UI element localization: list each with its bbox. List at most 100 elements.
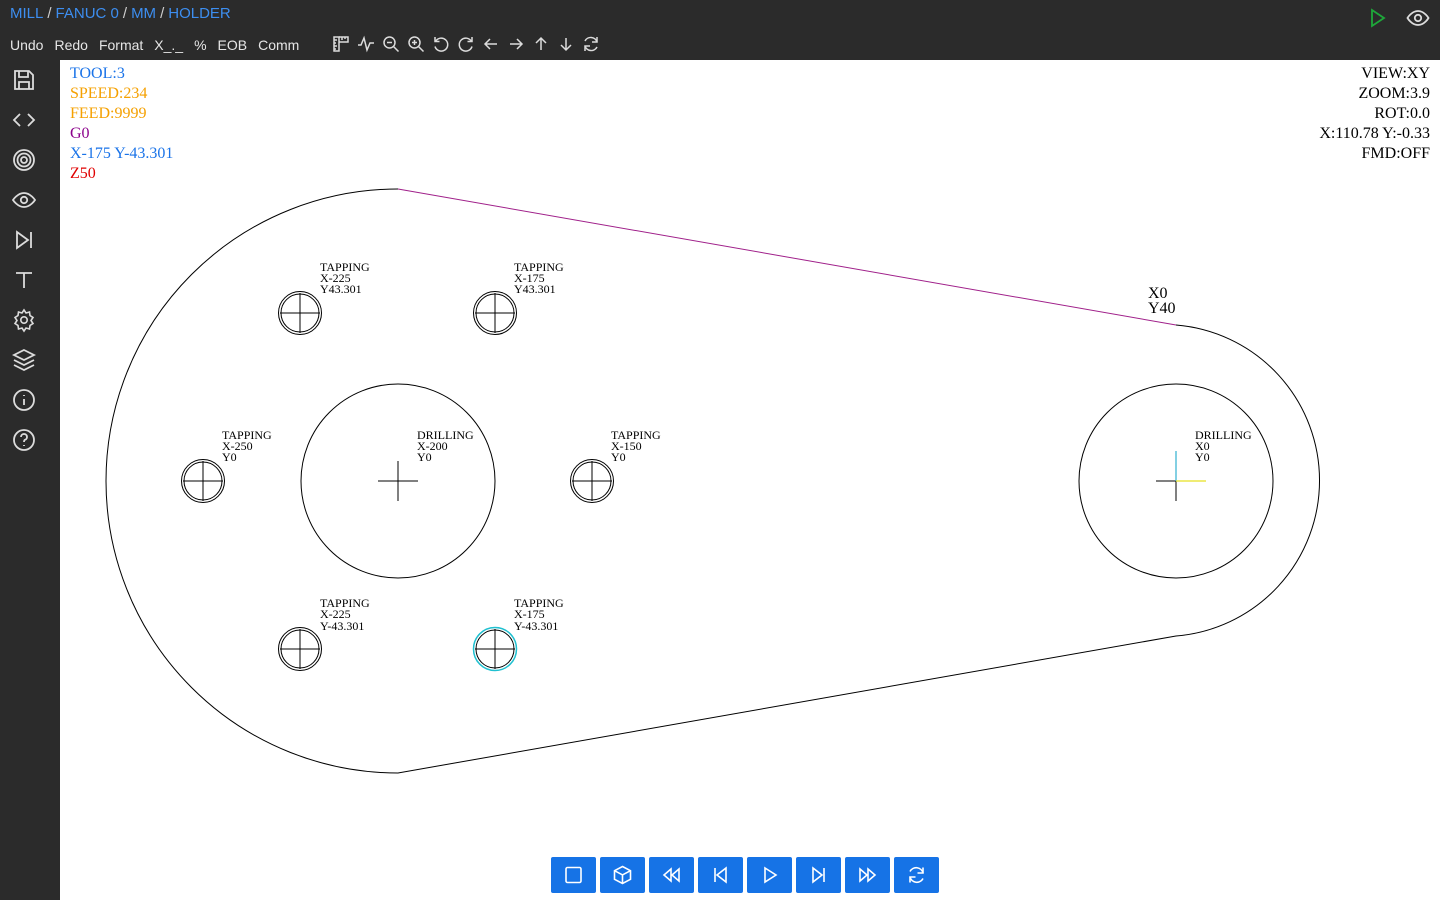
- svg-text:TAPPING: TAPPING: [514, 596, 564, 610]
- breadcrumb-program[interactable]: HOLDER: [168, 5, 231, 22]
- view-status: VIEW:XY ZOOM:3.9 ROT:0.0 X:110.78 Y:-0.3…: [1319, 64, 1430, 164]
- svg-text:Y-43.301: Y-43.301: [320, 619, 364, 633]
- arrow-up-icon[interactable]: [532, 35, 550, 53]
- svg-text:Y0: Y0: [611, 450, 626, 464]
- svg-text:TAPPING: TAPPING: [514, 260, 564, 274]
- tool-readout: TOOL:3: [70, 65, 125, 82]
- breadcrumb-separator: /: [122, 5, 128, 22]
- view-readout: VIEW:XY: [1361, 65, 1430, 82]
- tap-hole-active: [472, 626, 518, 672]
- svg-text:X-175: X-175: [514, 271, 545, 285]
- info-icon[interactable]: [11, 387, 37, 413]
- fast-forward-button[interactable]: [845, 857, 890, 893]
- layers-icon[interactable]: [11, 347, 37, 373]
- 3d-view-button[interactable]: [600, 857, 645, 893]
- speed-readout: SPEED:234: [70, 85, 148, 102]
- cursor-readout: X:110.78 Y:-0.33: [1319, 125, 1430, 142]
- refresh-icon[interactable]: [582, 35, 600, 53]
- decimal-button[interactable]: X_._: [154, 37, 184, 53]
- comment-button[interactable]: Comm: [258, 37, 300, 53]
- target-icon[interactable]: [11, 147, 37, 173]
- feature-label: DRILLING X0 Y0: [1195, 428, 1252, 464]
- svg-text:Y0: Y0: [417, 450, 432, 464]
- arrow-down-icon[interactable]: [557, 35, 575, 53]
- skip-end-icon[interactable]: [11, 227, 37, 253]
- svg-text:X0: X0: [1195, 439, 1210, 453]
- rapid-path: [397, 188, 1177, 326]
- fmd-readout: FMD:OFF: [1361, 145, 1430, 162]
- text-icon[interactable]: [11, 267, 37, 293]
- arrow-right-icon[interactable]: [507, 35, 525, 53]
- breadcrumb: MILL/FANUC 0/MM/HOLDER: [10, 5, 231, 22]
- undo-button[interactable]: Undo: [10, 37, 44, 53]
- svg-text:TAPPING: TAPPING: [320, 596, 370, 610]
- tap-hole: [473, 291, 517, 335]
- skip-back-button[interactable]: [698, 857, 743, 893]
- loop-icon: [909, 866, 924, 884]
- rotate-left-icon[interactable]: [432, 35, 450, 53]
- stop-button[interactable]: [551, 857, 596, 893]
- breadcrumb-controller[interactable]: FANUC 0: [55, 5, 119, 22]
- part-outline: [105, 188, 1320, 774]
- svg-text:X-200: X-200: [417, 439, 448, 453]
- help-icon[interactable]: [11, 427, 37, 453]
- percent-button[interactable]: %: [194, 37, 207, 53]
- svg-text:X-250: X-250: [222, 439, 253, 453]
- breadcrumb-units[interactable]: MM: [131, 5, 157, 22]
- breadcrumb-mill[interactable]: MILL: [10, 5, 44, 22]
- tap-hole: [278, 627, 322, 671]
- svg-text:Y-43.301: Y-43.301: [514, 619, 558, 633]
- zoom-out-icon[interactable]: [382, 35, 400, 53]
- tap-hole: [181, 459, 225, 503]
- feature-label: TAPPING X-175 Y43.301: [514, 260, 564, 296]
- xy-readout: X-175 Y-43.301: [70, 145, 174, 162]
- play-icon[interactable]: [1365, 6, 1389, 30]
- stop-icon: [565, 866, 582, 884]
- cube-icon: [613, 865, 632, 885]
- eye-icon[interactable]: [11, 187, 37, 213]
- svg-text:X-175: X-175: [514, 607, 545, 621]
- loop-button[interactable]: [894, 857, 939, 893]
- top-right-actions: [1353, 6, 1430, 34]
- eye-icon[interactable]: [1406, 6, 1430, 30]
- zoom-readout: ZOOM:3.9: [1358, 85, 1430, 102]
- svg-text:X-225: X-225: [320, 271, 351, 285]
- feature-label: TAPPING X-250 Y0: [222, 428, 272, 464]
- eob-button[interactable]: EOB: [217, 37, 248, 53]
- pulse-icon[interactable]: [357, 35, 375, 53]
- feed-readout: FEED:9999: [70, 105, 147, 122]
- svg-text:X-225: X-225: [320, 607, 351, 621]
- svg-text:Y0: Y0: [222, 450, 237, 464]
- breadcrumb-separator: /: [47, 5, 52, 22]
- skip-forward-button[interactable]: [796, 857, 841, 893]
- rewind-icon: [662, 867, 680, 883]
- ruler-icon[interactable]: [332, 35, 350, 53]
- rotate-right-icon[interactable]: [457, 35, 475, 53]
- code-icon[interactable]: [11, 107, 37, 133]
- svg-text:Y43.301: Y43.301: [514, 282, 556, 296]
- redo-button[interactable]: Redo: [54, 37, 88, 53]
- bore-circle-left: [300, 383, 496, 579]
- svg-text:TAPPING: TAPPING: [320, 260, 370, 274]
- rewind-button[interactable]: [649, 857, 694, 893]
- format-button[interactable]: Format: [98, 37, 144, 53]
- feature-label: TAPPING X-225 Y-43.301: [320, 596, 370, 633]
- feature-label: TAPPING X-175 Y-43.301: [514, 596, 564, 633]
- zoom-in-icon[interactable]: [407, 35, 425, 53]
- fast-forward-icon: [859, 867, 877, 883]
- toolpath-canvas[interactable]: X0 Y40 TAPPING X-225 Y43.301 TAPPING X-1…: [60, 60, 1440, 900]
- skip-forward-icon: [812, 866, 825, 884]
- feature-label: TAPPING X-150 Y0: [611, 428, 661, 464]
- edit-menu: Undo Redo Format X_._% EOB Comm: [10, 37, 310, 53]
- play-button[interactable]: [747, 857, 792, 893]
- toolpath-drawing: X0 Y40 TAPPING X-225 Y43.301 TAPPING X-1…: [105, 188, 1320, 774]
- point-label-x: X0: [1148, 285, 1168, 302]
- z-readout: Z50: [70, 165, 96, 182]
- arrow-left-icon[interactable]: [482, 35, 500, 53]
- breadcrumb-separator: /: [160, 5, 165, 22]
- svg-text:Y43.301: Y43.301: [320, 282, 362, 296]
- rotation-readout: ROT:0.0: [1374, 105, 1430, 122]
- save-icon[interactable]: [11, 67, 37, 93]
- gear-icon[interactable]: [11, 307, 37, 333]
